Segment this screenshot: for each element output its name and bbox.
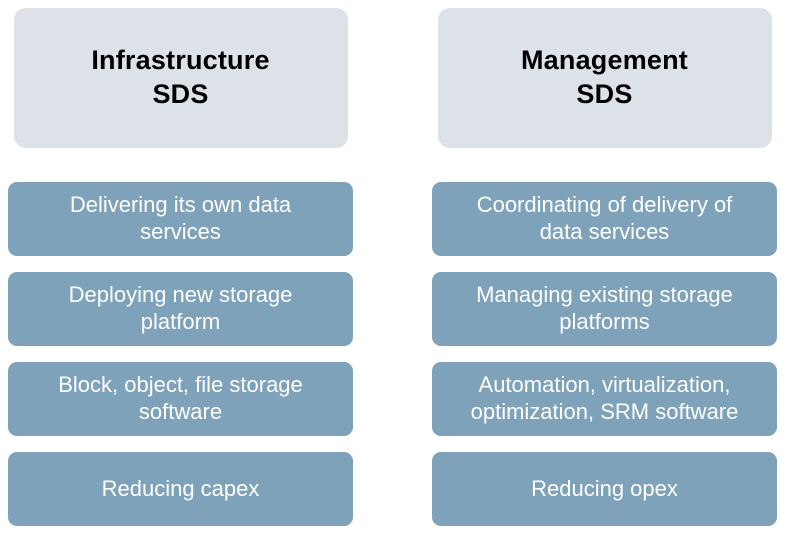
infrastructure-sds-title: Infrastructure SDS [91,45,270,109]
item-label: Reducing opex [531,475,678,501]
item-coordinating-delivery-of-data-services: Coordinating of delivery of data service… [432,182,777,256]
item-automation-virtualization-optimization-srm-software: Automation, virtualization, optimization… [432,362,777,436]
item-label: Delivering its own data services [69,192,292,244]
infrastructure-sds-header: Infrastructure SDS [13,8,348,148]
item-label: Automation, virtualization, optimization… [470,372,739,424]
item-label: Reducing capex [101,475,260,501]
infrastructure-sds-column: Infrastructure SDS Delivering its own da… [8,8,353,526]
item-label: Coordinating of delivery of data service… [476,192,733,244]
item-delivering-own-data-services: Delivering its own data services [8,182,353,256]
item-label: Managing existing storage platforms [476,282,733,334]
item-label: Block, object, file storage software [58,372,303,424]
management-sds-title: Management SDS [520,45,689,109]
item-reducing-opex: Reducing opex [432,452,777,526]
item-label: Deploying new storage platform [68,282,293,334]
item-deploying-new-storage-platform: Deploying new storage platform [8,272,353,346]
item-block-object-file-storage-software: Block, object, file storage software [8,362,353,436]
item-reducing-capex: Reducing capex [8,452,353,526]
management-sds-column: Management SDS Coordinating of delivery … [432,8,777,526]
item-managing-existing-storage-platforms: Managing existing storage platforms [432,272,777,346]
management-sds-header: Management SDS [437,8,772,148]
